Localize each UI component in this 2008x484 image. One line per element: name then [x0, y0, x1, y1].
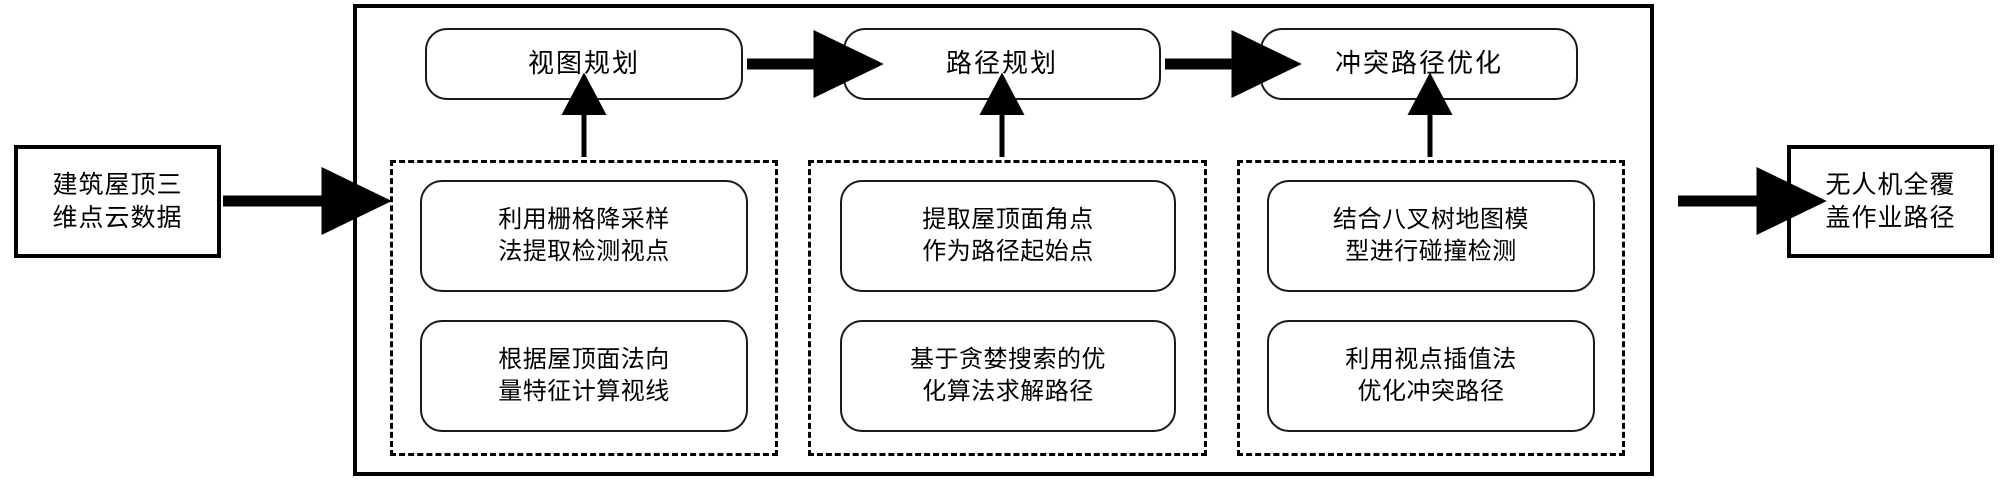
stage-view-planning[interactable]: 视图规划: [425, 28, 743, 100]
output-node-label: 无人机全覆盖作业路径: [1825, 171, 1956, 232]
step-viewpoint-interpolation[interactable]: 利用视点插值法优化冲突路径: [1267, 320, 1595, 432]
step-grid-downsample[interactable]: 利用栅格降采样法提取检测视点: [420, 180, 748, 292]
step-octree-collision-detection-label: 结合八叉树地图模型进行碰撞检测: [1333, 206, 1529, 265]
output-node-uav-path: 无人机全覆盖作业路径: [1787, 145, 1994, 258]
step-octree-collision-detection[interactable]: 结合八叉树地图模型进行碰撞检测: [1267, 180, 1595, 292]
group-view-planning-steps: [390, 160, 778, 456]
stage-path-planning-label: 路径规划: [945, 49, 1058, 79]
step-roof-corner-start-label: 提取屋顶面角点作为路径起始点: [922, 206, 1094, 265]
stage-conflict-path-optimization[interactable]: 冲突路径优化: [1260, 28, 1578, 100]
step-greedy-search-path[interactable]: 基于贪婪搜索的优化算法求解路径: [840, 320, 1176, 432]
stage-conflict-path-optimization-label: 冲突路径优化: [1334, 49, 1503, 79]
group-path-planning-steps: [808, 160, 1207, 456]
step-greedy-search-path-label: 基于贪婪搜索的优化算法求解路径: [910, 346, 1106, 405]
step-roof-corner-start[interactable]: 提取屋顶面角点作为路径起始点: [840, 180, 1176, 292]
input-node-label: 建筑屋顶三维点云数据: [52, 171, 183, 232]
input-node-point-cloud: 建筑屋顶三维点云数据: [14, 145, 221, 258]
stage-view-planning-label: 视图规划: [527, 49, 640, 79]
step-viewpoint-interpolation-label: 利用视点插值法优化冲突路径: [1345, 346, 1517, 405]
stage-path-planning[interactable]: 路径规划: [843, 28, 1161, 100]
step-normal-feature-sightline-label: 根据屋顶面法向量特征计算视线: [498, 346, 670, 405]
group-conflict-optimization-steps: [1237, 160, 1625, 456]
step-grid-downsample-label: 利用栅格降采样法提取检测视点: [498, 206, 670, 265]
step-normal-feature-sightline[interactable]: 根据屋顶面法向量特征计算视线: [420, 320, 748, 432]
